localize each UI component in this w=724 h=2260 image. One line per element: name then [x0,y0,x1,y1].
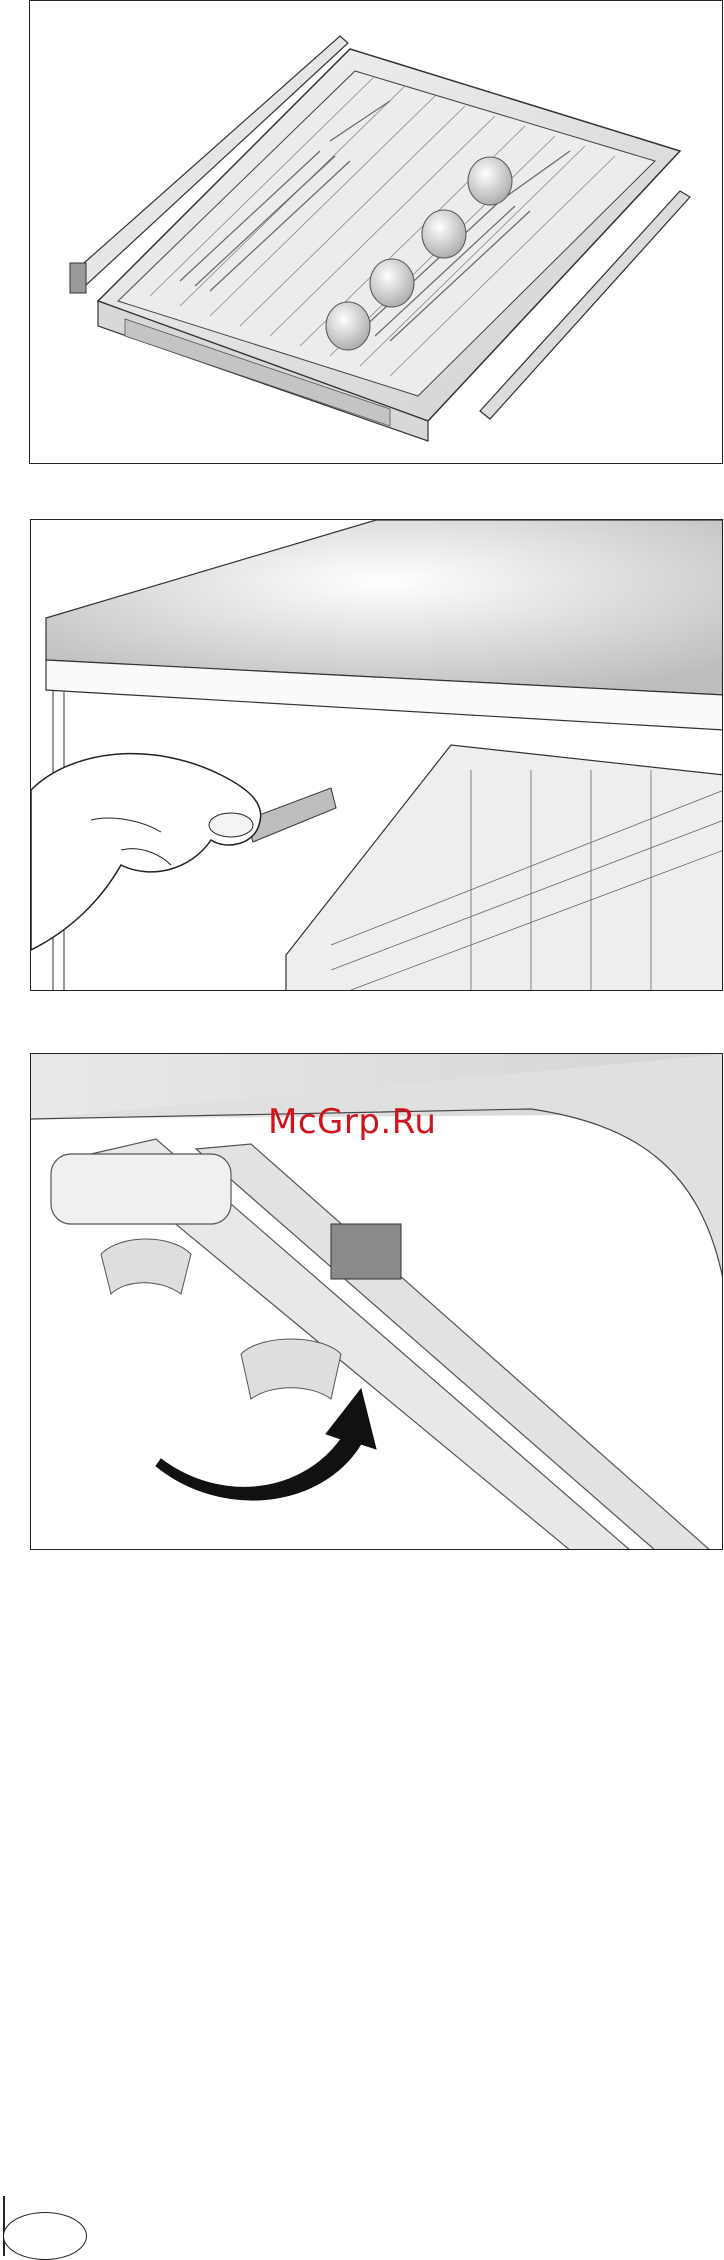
page-language-marker [3,2212,87,2260]
figure-hand-pull [30,519,723,991]
page-edge-line [3,2196,5,2256]
watermark-text: McGrp.Ru [268,1102,436,1142]
figure-cutlery-tray [29,0,723,464]
cutlery-tray-illustration [30,1,723,464]
hand-pulling-tray-illustration [31,520,723,991]
